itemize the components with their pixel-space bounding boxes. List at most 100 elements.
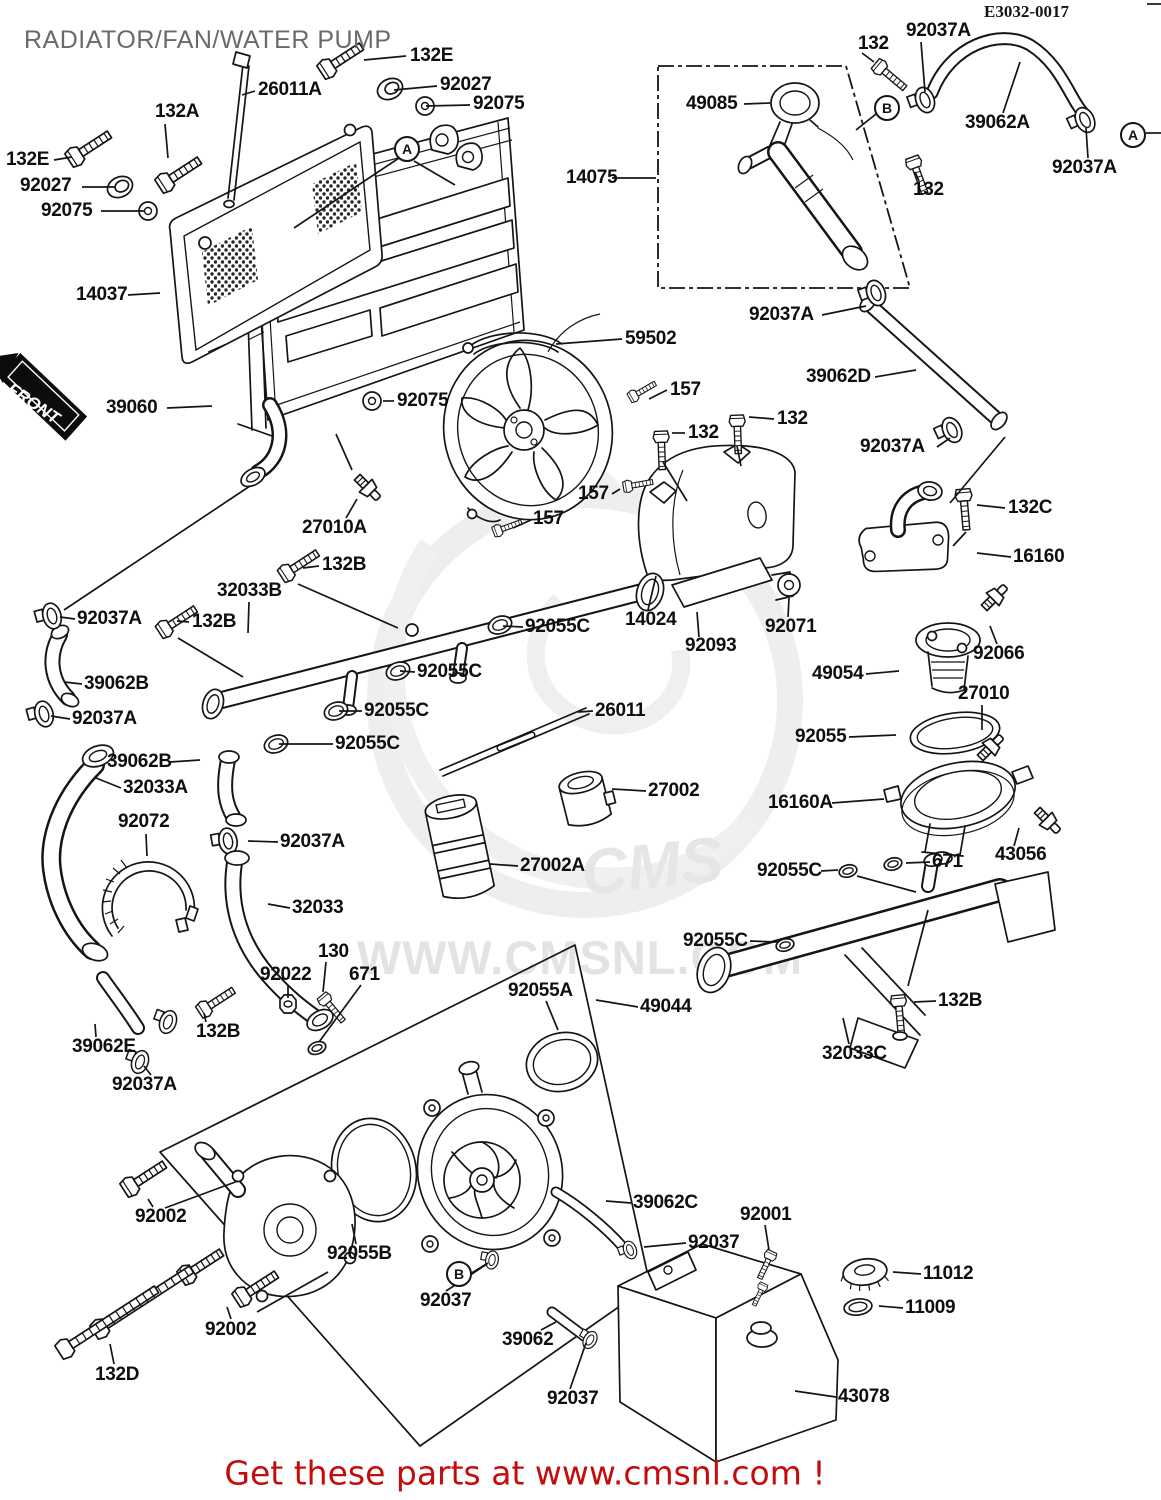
part-label-26011[interactable]: 26011 [595, 700, 646, 721]
part-label-16160a[interactable]: 16160A [768, 792, 833, 813]
part-label-39062a[interactable]: 39062A [965, 112, 1030, 133]
leader-line [743, 102, 771, 105]
part-label-132b[interactable]: 132B [196, 1021, 241, 1042]
part-label-39062d[interactable]: 39062D [806, 366, 871, 387]
leader-line [842, 1017, 850, 1045]
part-label-157[interactable]: 157 [533, 508, 564, 529]
part-label-92037a[interactable]: 92037A [749, 304, 814, 325]
part-label-11012[interactable]: 11012 [923, 1263, 974, 1284]
part-label-132[interactable]: 132 [688, 422, 719, 443]
part-label-132b[interactable]: 132B [938, 990, 983, 1011]
part-label-130[interactable]: 130 [318, 941, 349, 962]
diagram-code: E3032-0017 [984, 2, 1069, 21]
part-label-32033b[interactable]: 32033B [217, 580, 282, 601]
part-label-92037[interactable]: 92037 [420, 1290, 472, 1311]
part-label-92055c[interactable]: 92055C [364, 700, 429, 721]
part-label-39062e[interactable]: 39062E [72, 1036, 136, 1057]
part-label-92055c[interactable]: 92055C [417, 661, 482, 682]
part-label-92071[interactable]: 92071 [765, 616, 817, 637]
part-label-92055[interactable]: 92055 [795, 726, 847, 747]
part-label-92022[interactable]: 92022 [260, 964, 312, 985]
part-label-39062c[interactable]: 39062C [633, 1192, 698, 1213]
part-label-43078[interactable]: 43078 [838, 1386, 890, 1407]
part-label-132[interactable]: 132 [777, 408, 808, 429]
ref-marker-a: A [394, 136, 420, 162]
part-label-92075[interactable]: 92075 [397, 390, 449, 411]
leader-line [569, 1342, 587, 1390]
leader-line [512, 519, 532, 529]
part-label-92072[interactable]: 92072 [118, 811, 170, 832]
part-label-92002[interactable]: 92002 [135, 1206, 187, 1227]
part-label-671[interactable]: 671 [349, 964, 380, 985]
part-label-27010[interactable]: 27010 [958, 683, 1010, 704]
leader-line [976, 552, 1012, 558]
part-label-14024[interactable]: 14024 [625, 609, 677, 630]
part-label-157[interactable]: 157 [670, 379, 701, 400]
part-label-92037a[interactable]: 92037A [72, 708, 137, 729]
leader-line [913, 1000, 937, 1003]
part-label-92027[interactable]: 92027 [20, 175, 72, 196]
part-label-92066[interactable]: 92066 [973, 643, 1025, 664]
part-label-59502[interactable]: 59502 [625, 328, 677, 349]
part-label-92055c[interactable]: 92055C [335, 733, 400, 754]
leader-line [59, 616, 76, 620]
part-label-132e[interactable]: 132E [410, 45, 454, 66]
part-label-132b[interactable]: 132B [192, 611, 237, 632]
part-label-39062b[interactable]: 39062B [84, 673, 149, 694]
part-label-132d[interactable]: 132D [95, 1364, 140, 1385]
part-label-92037a[interactable]: 92037A [77, 608, 142, 629]
part-label-26011a[interactable]: 26011A [258, 79, 322, 100]
part-label-92001[interactable]: 92001 [740, 1204, 792, 1225]
part-label-92037[interactable]: 92037 [688, 1232, 740, 1253]
part-label-92093[interactable]: 92093 [685, 635, 737, 656]
part-label-671[interactable]: 671 [932, 851, 963, 872]
part-label-157[interactable]: 157 [578, 483, 609, 504]
part-label-49054[interactable]: 49054 [812, 663, 864, 684]
part-label-16160[interactable]: 16160 [1013, 546, 1065, 567]
leader-line [413, 160, 456, 186]
part-label-92055b[interactable]: 92055B [327, 1243, 392, 1264]
part-label-92037a[interactable]: 92037A [1052, 157, 1117, 178]
part-label-132c[interactable]: 132C [1008, 497, 1053, 518]
part-label-14037[interactable]: 14037 [76, 284, 128, 305]
part-label-132a[interactable]: 132A [155, 101, 200, 122]
part-label-27010a[interactable]: 27010A [302, 517, 367, 538]
part-label-92075[interactable]: 92075 [41, 200, 93, 221]
reserve-tank [546, 1186, 889, 1463]
part-label-43056[interactable]: 43056 [995, 844, 1047, 865]
part-label-92055a[interactable]: 92055A [508, 980, 573, 1001]
part-label-32033a[interactable]: 32033A [123, 777, 188, 798]
part-label-11009[interactable]: 11009 [905, 1297, 956, 1318]
part-label-39062b[interactable]: 39062B [107, 751, 172, 772]
part-label-27002[interactable]: 27002 [648, 780, 700, 801]
part-label-92037[interactable]: 92037 [547, 1388, 599, 1409]
part-label-132b[interactable]: 132B [322, 554, 367, 575]
part-label-132e[interactable]: 132E [6, 149, 50, 170]
part-label-92055c[interactable]: 92055C [757, 860, 822, 881]
part-label-39060[interactable]: 39060 [106, 397, 158, 418]
part-label-14075[interactable]: 14075 [566, 167, 618, 188]
ref-marker-a: A [1120, 122, 1146, 148]
spring-clamp-92072 [101, 859, 199, 937]
part-label-39062[interactable]: 39062 [502, 1329, 554, 1350]
part-label-132[interactable]: 132 [858, 33, 889, 54]
part-label-27002a[interactable]: 27002A [520, 855, 585, 876]
part-label-32033c[interactable]: 32033C [822, 1043, 887, 1064]
water-pipe-16160 [858, 481, 1013, 615]
part-label-32033[interactable]: 32033 [292, 897, 344, 918]
part-label-92075[interactable]: 92075 [473, 93, 525, 114]
part-label-92037a[interactable]: 92037A [280, 831, 345, 852]
ref-marker-b: B [446, 1261, 472, 1287]
leader-line [577, 710, 594, 713]
part-label-92027[interactable]: 92027 [440, 74, 492, 95]
part-label-92037a[interactable]: 92037A [906, 20, 971, 41]
part-label-132[interactable]: 132 [913, 179, 944, 200]
part-label-92055c[interactable]: 92055C [683, 930, 748, 951]
leader-line [855, 113, 877, 131]
part-label-92037a[interactable]: 92037A [112, 1074, 177, 1095]
part-label-49085[interactable]: 49085 [686, 93, 738, 114]
part-label-92002[interactable]: 92002 [205, 1319, 257, 1340]
part-label-92037a[interactable]: 92037A [860, 436, 925, 457]
part-label-49044[interactable]: 49044 [640, 996, 692, 1017]
part-label-92055c[interactable]: 92055C [525, 616, 590, 637]
